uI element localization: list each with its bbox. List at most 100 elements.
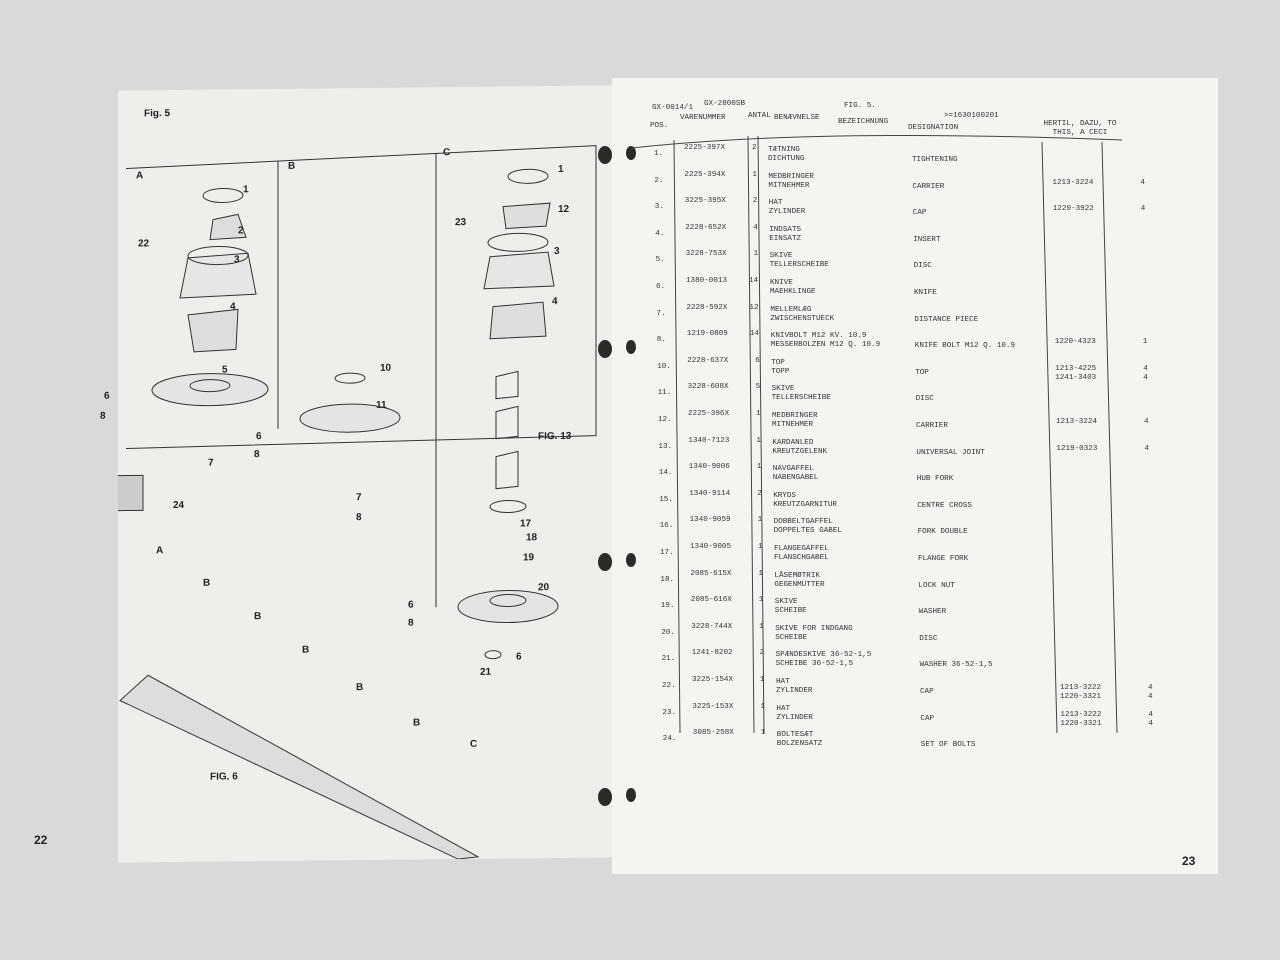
callout: 8 — [254, 449, 260, 461]
row-name-dk: BOLTESÆT — [776, 731, 814, 740]
row-name-dk: SPÆNDESKIVE 36-52-1,5 — [775, 651, 872, 660]
row-name-en: CAP — [920, 714, 935, 723]
row-qty: 1 — [756, 463, 762, 472]
row-ref-qty: 4 — [1148, 684, 1153, 692]
row-name-dk: KNIVE — [770, 279, 793, 287]
callout: 1 — [243, 184, 249, 196]
row-part-number: 3085-258X — [692, 729, 734, 738]
fig6-label: FIG. 6 — [210, 771, 238, 783]
row-pos: 17. — [660, 549, 674, 557]
callout: 2 — [238, 225, 244, 237]
row-qty: 14 — [749, 330, 759, 339]
row-part-number: 1380-0013 — [686, 277, 728, 285]
left-page: Fig. 5 A B C 1 2 3 4 5 6 7 8 10 11 6 8 7… — [100, 85, 616, 863]
row-name-dk: LÅSEMØTRIK — [774, 571, 820, 580]
row-pos: 10. — [657, 362, 671, 371]
row-name-en: FORK DOUBLE — [917, 528, 968, 537]
row-part-number: 1340-9005 — [690, 543, 732, 551]
row-ref-part: 1219-0323 — [1056, 444, 1098, 453]
row-pos: 12. — [658, 416, 672, 424]
row-name-en: TOP — [915, 368, 929, 377]
callout: 23 — [455, 216, 467, 229]
row-ref-part: 1220-3922 — [1052, 205, 1094, 214]
row-part-number: 2225-396X — [688, 410, 730, 418]
row-pos: 7. — [656, 309, 666, 318]
exploded-parts-diagram — [118, 145, 597, 860]
row-ref-qty: 4 — [1148, 693, 1153, 701]
binder-hole — [598, 340, 612, 358]
row-qty: 1 — [753, 250, 759, 259]
row-part-number: 2228-637X — [687, 356, 729, 365]
col-qty: ANTAL — [748, 112, 771, 120]
row-pos: 18. — [660, 575, 675, 584]
row-pos: 19. — [660, 602, 675, 611]
row-part-number: 2225-397X — [684, 144, 726, 152]
callout: 3 — [554, 245, 560, 258]
callout: 17 — [520, 518, 532, 530]
row-name-en: CARRIER — [912, 182, 945, 191]
row-name-dk: HAT — [768, 199, 783, 208]
callout: 24 — [173, 499, 185, 512]
bar-label: B — [254, 611, 262, 623]
row-ref-part: 1220-3321 — [1060, 719, 1102, 728]
row-qty: 1 — [760, 702, 765, 711]
row-name-de: NABENGABEL — [772, 474, 819, 483]
row-part-number: 2225-394X — [684, 170, 726, 179]
bar-label: B — [302, 644, 310, 656]
callout: 4 — [552, 296, 558, 308]
row-qty: 1 — [760, 729, 766, 738]
row-name-en: DISTANCE PIECE — [914, 315, 979, 324]
fig-ref: FIG. 5. — [844, 102, 876, 110]
row-ref-qty: 4 — [1143, 373, 1148, 382]
row-qty: 2 — [752, 144, 757, 152]
row-part-number: 1241-8202 — [691, 649, 733, 658]
callout: 6 — [408, 599, 414, 611]
row-name-de: EINSATZ — [769, 234, 802, 243]
row-name-dk: KNIVBOLT M12 KV. 10.9 — [770, 332, 867, 341]
callout: 12 — [558, 203, 570, 215]
row-ref-part: 1213-3222 — [1060, 710, 1102, 719]
row-name-de: DOPPELTES GABEL — [773, 527, 842, 536]
row-pos: 3. — [654, 203, 664, 212]
binder-hole — [626, 553, 636, 567]
section-a-label: A — [136, 170, 144, 182]
row-name-de: TOPP — [771, 367, 790, 376]
row-pos: 14. — [658, 469, 673, 478]
right-page-number: 23 — [1182, 854, 1196, 868]
row-name-de: ZYLINDER — [776, 687, 813, 695]
row-part-number: 3225-154X — [692, 676, 734, 684]
row-part-number: 3228-753X — [685, 250, 727, 259]
row-name-en: DISC — [919, 634, 938, 643]
callout: 8 — [356, 512, 362, 524]
row-name-dk: NAVGAFFEL — [772, 465, 814, 474]
row-qty: 1 — [759, 622, 764, 631]
row-ref-qty: 4 — [1148, 710, 1153, 719]
row-name-dk: MELLEMLÆG — [770, 305, 812, 314]
row-name-de: SCHEIBE — [774, 607, 807, 616]
row-name-dk: HAT — [776, 678, 790, 686]
row-name-en: SET OF BOLTS — [920, 741, 976, 750]
binder-hole — [626, 340, 636, 354]
row-name-dk: MEDBRINGER — [768, 172, 814, 181]
row-pos: 13. — [658, 442, 673, 451]
right-page: GX-0014/1 GX-2800SB FIG. 5. >=1630100201… — [598, 78, 1218, 874]
row-part-number: 3225-395X — [684, 197, 726, 206]
row-name-en: UNIVERSAL JOINT — [916, 448, 985, 457]
row-name-de: MITNEHMER — [768, 181, 810, 190]
left-page-number: 22 — [34, 833, 48, 847]
row-name-dk: HAT — [776, 704, 791, 713]
row-name-de: ZYLINDER — [768, 208, 806, 217]
callout: 4 — [230, 301, 236, 313]
row-qty: 4 — [753, 223, 758, 232]
row-name-de: SCHEIBE — [775, 633, 808, 642]
row-ref-qty: 4 — [1140, 178, 1145, 187]
col-de: BEZEICHNUNG — [838, 118, 889, 126]
binder-hole — [598, 146, 612, 164]
row-qty: 1 — [760, 676, 765, 684]
callout: 7 — [208, 457, 214, 469]
binder-hole — [626, 146, 636, 160]
row-qty: 2 — [757, 489, 762, 498]
row-name-dk: KARDANLED — [772, 438, 814, 447]
row-name-dk: SKIVE — [771, 385, 795, 394]
row-name-de: ZYLINDER — [776, 713, 813, 722]
